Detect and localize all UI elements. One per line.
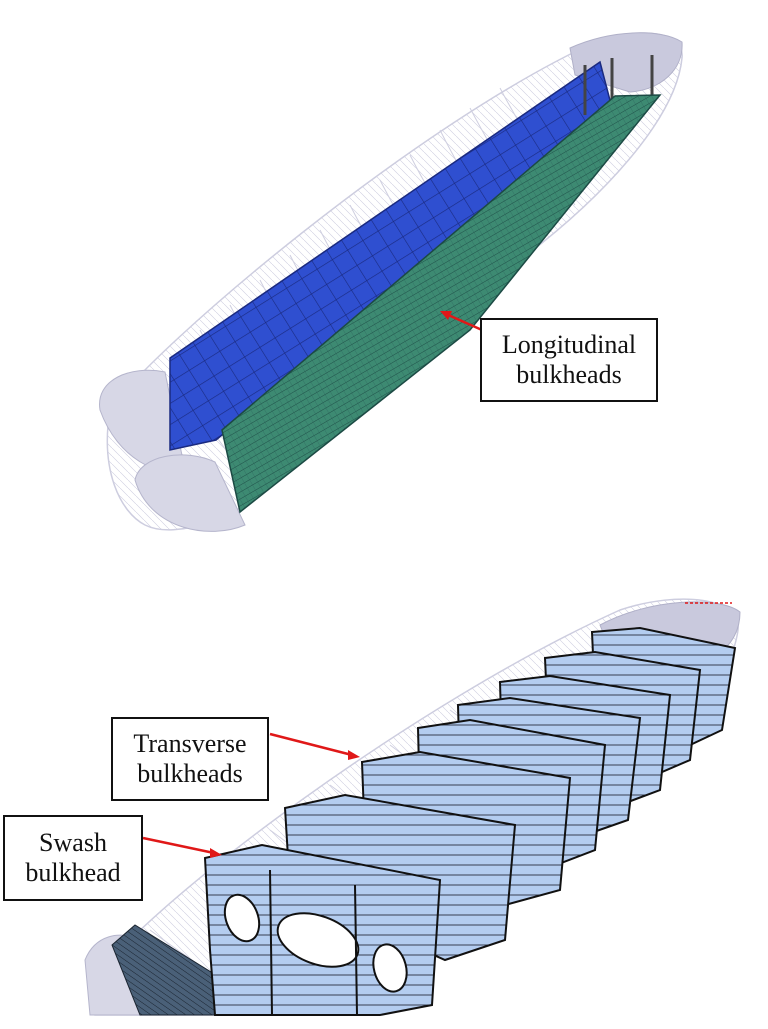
swash-opening-center xyxy=(276,912,360,968)
longitudinal-line2: bulkheads xyxy=(516,360,622,389)
transverse-arrow xyxy=(269,732,360,760)
longitudinal-bulkheads-label: Longitudinal bulkheads xyxy=(480,318,658,402)
swash-arrow xyxy=(142,836,222,858)
swash-opening-right xyxy=(372,943,408,993)
transverse-line2: bulkheads xyxy=(137,759,243,788)
transverse-line1: Transverse xyxy=(133,729,247,758)
top-green-bulkhead xyxy=(221,94,662,514)
swash-line1: Swash xyxy=(39,828,107,857)
longitudinal-arrow xyxy=(440,311,483,332)
swash-bulkhead-label: Swash bulkhead xyxy=(3,815,143,901)
swash-bulkhead xyxy=(203,843,442,1016)
longitudinal-line1: Longitudinal xyxy=(501,330,637,359)
swash-opening-left xyxy=(223,893,261,943)
swash-line2: bulkhead xyxy=(25,858,121,887)
transverse-bulkheads-label: Transverse bulkheads xyxy=(111,717,269,801)
